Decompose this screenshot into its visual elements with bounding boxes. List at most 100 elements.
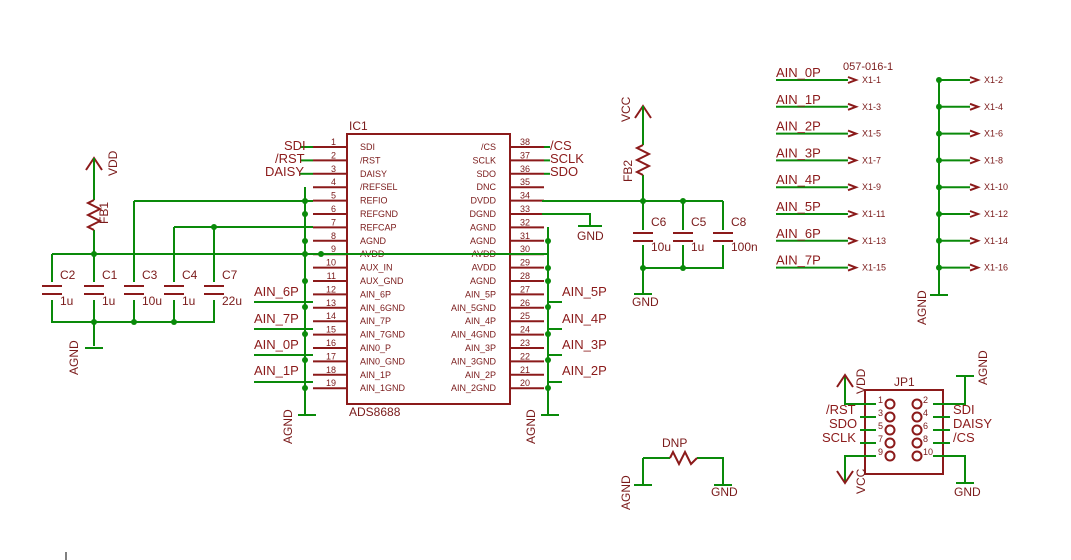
fb2-ferrite: VCC FB2: [619, 96, 652, 201]
capacitor-name: C7: [222, 268, 238, 282]
ic1-pin-number: 27: [520, 284, 530, 294]
ic1-pin-name: AGND: [470, 276, 497, 286]
ic1-pin-name: REFCAP: [360, 222, 397, 232]
net-label-sdo: SDO: [550, 164, 578, 179]
ic1-pin-name: DAISY: [360, 169, 387, 179]
net-label-ain4p: AIN_4P: [562, 311, 607, 326]
ic1-pin-number: 7: [331, 217, 336, 227]
ic1-pin-name: AIN_7GND: [360, 330, 406, 340]
ic1-analog-inputs: AIN_6P AIN_7P AIN_0P AIN_1P AIN_5P AIN_4…: [254, 284, 607, 383]
ic1-pin-number: 6: [331, 204, 336, 214]
connector-agnd-label: AGND: [915, 290, 929, 325]
ic1-pin-name: AIN_1P: [360, 370, 391, 380]
junction-dot: [680, 198, 686, 204]
ic1-body: [346, 133, 511, 405]
ic1-pin-name: AUX_GND: [360, 276, 404, 286]
jp1-vdd-label: VDD: [854, 368, 868, 394]
connector-pin-label: X1-9: [862, 182, 881, 192]
connector-arrow-icon: [969, 129, 981, 138]
ic1-pin-number: 8: [331, 231, 336, 241]
jp1-pin-pad: [884, 437, 896, 449]
ic1-pin-name: SDI: [360, 142, 375, 152]
jp1-pin-number: 4: [923, 408, 928, 418]
ic1-pin-name: AIN_1GND: [360, 383, 406, 393]
jp1-pin-pad: [884, 398, 896, 410]
connector-pin-label: X1-13: [862, 236, 886, 246]
ic1-pin-number: 4: [331, 177, 336, 187]
jp1-net-daisy: DAISY: [953, 416, 992, 431]
jp1-net-rst: /RST: [826, 402, 856, 417]
ic1-pin-name: AIN_3GND: [451, 356, 497, 366]
junction-dot: [318, 251, 324, 257]
connector-pin-label: X1-1: [862, 75, 881, 85]
capacitor-name: C1: [102, 268, 118, 282]
ic1-pin-number: 26: [520, 298, 530, 308]
net-label-daisy: DAISY: [265, 164, 304, 179]
jp1-pin-number: 10: [923, 447, 933, 457]
dnp-wires: [642, 457, 724, 485]
capacitor: C7 22u: [204, 268, 242, 308]
analog-input-wires: [254, 301, 562, 383]
connector-arrow-icon: [847, 76, 859, 84]
jp1-pin-number: 7: [878, 434, 883, 444]
jp1-pin-pad: [911, 437, 923, 449]
ic1-pin-name: REFGND: [360, 209, 399, 219]
capacitor-value: 10u: [651, 240, 671, 254]
connector-pin-label: X1-4: [984, 102, 1003, 112]
ic1-name: IC1: [349, 119, 368, 133]
ic1-pin-name: AGND: [470, 236, 497, 246]
capacitor-name: C5: [691, 215, 707, 229]
fb1-ferrite: VDD FB1: [85, 150, 120, 254]
ic1-pin-number: 11: [327, 271, 336, 281]
net-label-cs: /CS: [550, 138, 572, 153]
junction-dot: [545, 385, 551, 391]
capacitor-value: 100n: [731, 240, 758, 254]
ic1-pin-number: 24: [520, 325, 530, 335]
ic1-pin-number: 36: [520, 164, 530, 174]
ic1-value: ADS8688: [349, 405, 401, 419]
net-label-ain3p: AIN_3P: [562, 337, 607, 352]
net-label-ain1p: AIN_1P: [254, 363, 299, 378]
ic1-pin-number: 31: [520, 231, 530, 241]
connector-pin-label: X1-5: [862, 129, 881, 139]
jp1-body: [864, 389, 944, 475]
ic1-pin-number: 16: [326, 338, 336, 348]
jp1-vcc-label: VCC: [854, 468, 868, 494]
jp1-gnd-label: GND: [954, 485, 981, 499]
capacitor-name: C2: [60, 268, 76, 282]
capacitor-value: 1u: [60, 294, 73, 308]
right-agnd-label: AGND: [524, 409, 538, 444]
junction-dot: [302, 304, 308, 310]
vdd-supply-label: VDD: [106, 150, 120, 176]
c2-c1-top-wires: [51, 254, 95, 282]
connector-net-label: AIN_7P: [776, 253, 821, 268]
connector-net-label: AIN_0P: [776, 65, 821, 80]
capacitor-value: 22u: [222, 294, 242, 308]
connector-arrow-icon: [969, 102, 981, 111]
capacitor-value: 1u: [182, 294, 195, 308]
net-label-ain6p: AIN_6P: [254, 284, 299, 299]
junction-dot: [302, 198, 308, 204]
ic1-pin-name: /REFSEL: [360, 182, 398, 192]
capacitor-name: C3: [142, 268, 158, 282]
net-label-sclk: SCLK: [550, 151, 584, 166]
ic1-pin-name: DGND: [470, 209, 497, 219]
junction-dot: [302, 211, 308, 217]
jp1-name: JP1: [894, 375, 915, 389]
junction-dot: [302, 238, 308, 244]
ic1-pin-number: 20: [520, 378, 530, 388]
jp1-pin-pad: [884, 411, 896, 423]
jp1-vdd-arrow-icon: [836, 373, 854, 388]
junction-dot: [640, 265, 646, 271]
capacitor-plates-icon: [204, 285, 224, 295]
ic1-pin-number: 15: [326, 325, 336, 335]
dnp-resistor-icon: [669, 449, 698, 467]
jp1-pin-number: 2: [923, 395, 928, 405]
capacitor: C2 1u: [42, 268, 76, 308]
